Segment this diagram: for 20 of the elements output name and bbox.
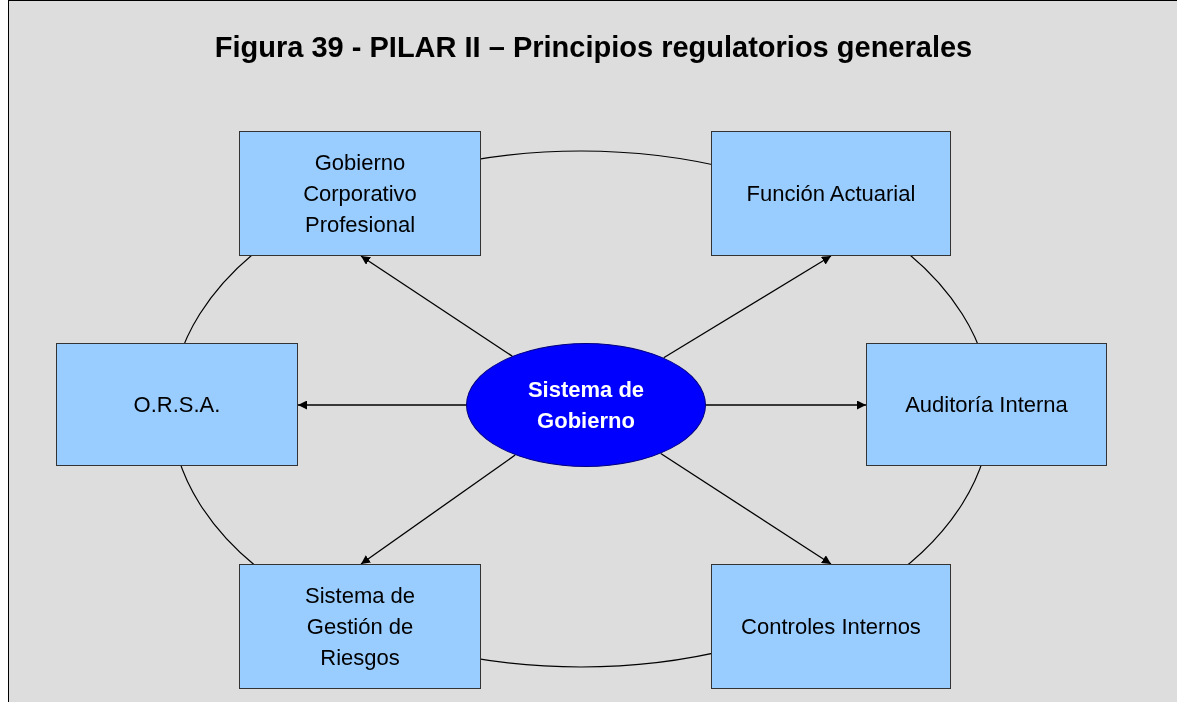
node-label: O.R.S.A. [133, 391, 221, 419]
node-label: Gobierno Corporativo Profesional [302, 149, 418, 239]
arrow [663, 255, 832, 359]
process-box [711, 564, 951, 689]
arrow [360, 454, 516, 565]
process-box [239, 131, 481, 256]
node-label: Sistema de Gestión de Riesgos [303, 582, 417, 672]
process-box [711, 131, 951, 256]
node-label: Sistema de Gobierno [526, 376, 646, 435]
node-label: Controles Internos [741, 613, 921, 641]
node-label: Función Actuarial [746, 180, 916, 208]
arrow [297, 400, 467, 410]
process-box [56, 343, 298, 466]
arrow [660, 452, 832, 565]
node-label: Auditoría Interna [905, 391, 1068, 419]
arrow [360, 255, 513, 357]
process-box [866, 343, 1107, 466]
process-box [239, 564, 481, 689]
diagram-title: Figura 39 - PILAR II – Principios regulatorios generales [213, 31, 974, 64]
arrow [705, 400, 867, 410]
